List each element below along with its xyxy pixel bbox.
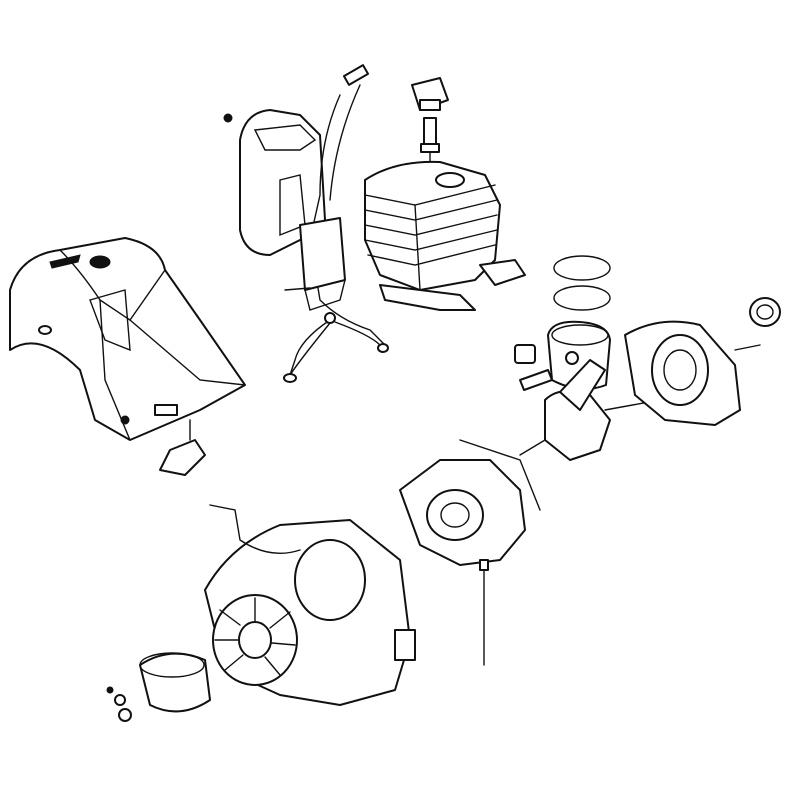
ignition-coil <box>283 217 389 383</box>
long-bolt <box>479 559 489 666</box>
cylinder <box>364 160 526 311</box>
crankcase-half-right <box>624 320 741 426</box>
crankshaft <box>519 359 661 461</box>
crankcase-half-left <box>399 439 541 566</box>
engine-shroud <box>9 237 246 441</box>
bearing <box>734 297 781 351</box>
clutch-drum <box>106 652 211 722</box>
piston-rings <box>553 255 611 311</box>
piston-pin <box>514 344 553 391</box>
shroud-mount-bracket <box>159 419 206 476</box>
fuel-line <box>289 64 386 376</box>
flywheel <box>204 504 416 706</box>
spark-plug-cap <box>411 77 449 111</box>
spark-plug <box>420 117 440 166</box>
